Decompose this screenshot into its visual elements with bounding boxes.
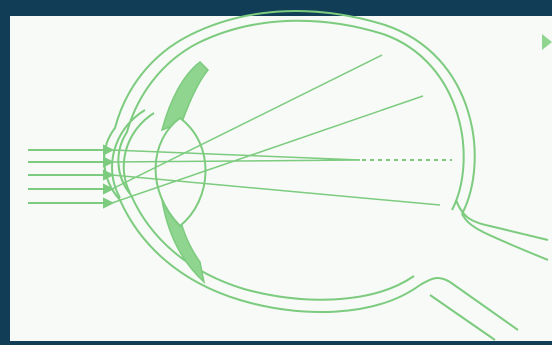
- iris-upper: [162, 62, 208, 130]
- optic-nerve-upper: [456, 200, 548, 240]
- play-icon: [542, 34, 552, 50]
- lens: [156, 118, 206, 226]
- optic-nerve-lower-inner: [430, 295, 495, 340]
- incoming-rays: [28, 146, 112, 207]
